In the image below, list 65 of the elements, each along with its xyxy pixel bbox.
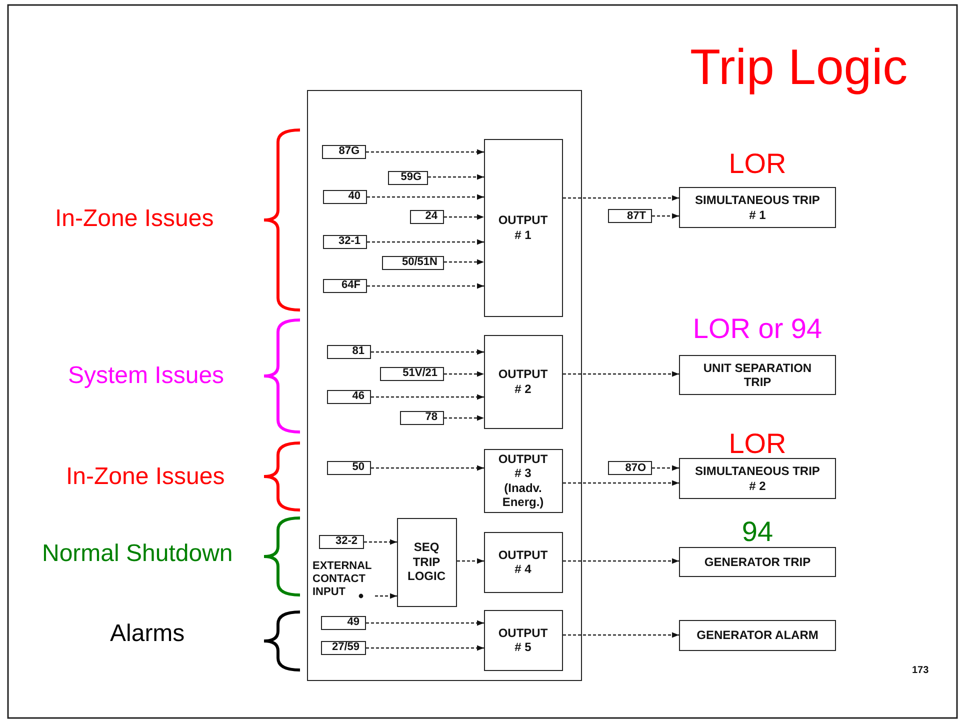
function-tag: 24: [410, 210, 444, 224]
arrow: [652, 213, 679, 219]
function-tag: 32-1: [322, 234, 366, 248]
function-tag: 87G: [322, 144, 366, 158]
arrow: [366, 645, 484, 651]
status-label: LOR: [728, 428, 788, 460]
function-tag: 64F: [322, 278, 366, 292]
function-tag: 87T: [608, 209, 652, 223]
arrow: [457, 558, 484, 564]
function-tag: 46: [326, 390, 370, 404]
function-tag: 59G: [388, 170, 428, 184]
panel-frame: [307, 90, 582, 681]
arrow: [367, 239, 484, 245]
side-label: In-Zone Issues: [66, 463, 225, 491]
arrow: [366, 149, 484, 155]
function-tag: 50/51N: [382, 256, 444, 270]
arrow: [367, 283, 484, 289]
arrow: [444, 214, 484, 220]
input-label: EXTERNAL CONTACT INPUT: [312, 556, 374, 604]
output-box: GENERATOR TRIP: [679, 547, 836, 577]
side-label: Normal Shutdown: [42, 540, 233, 568]
arrow: [652, 465, 679, 471]
output-box: OUTPUT # 2: [484, 334, 562, 428]
output-box: SIMULTANEOUS TRIP # 1: [679, 187, 836, 228]
output-box: GENERATOR ALARM: [679, 620, 836, 651]
function-tag: 81: [326, 344, 370, 358]
output-box: OUTPUT # 1: [484, 138, 562, 316]
function-tag: 32-2: [318, 534, 364, 548]
status-label: LOR: [728, 148, 788, 180]
status-label: 94: [740, 516, 774, 548]
function-tag: 27/59: [320, 640, 366, 654]
output-box: SEQ TRIP LOGIC: [396, 518, 456, 606]
output-box: OUTPUT # 4: [484, 532, 562, 592]
output-box: SIMULTANEOUS TRIP # 2: [679, 458, 836, 499]
arrow: [371, 394, 484, 400]
function-tag: 40: [322, 190, 366, 204]
page-number: 173: [912, 665, 929, 676]
side-label: Alarms: [110, 620, 185, 648]
arrow: [444, 371, 484, 377]
arrow: [371, 349, 484, 355]
side-label: In-Zone Issues: [55, 205, 214, 233]
arrow: [563, 558, 679, 564]
function-tag: 51V/21: [380, 366, 444, 380]
arrow: [366, 620, 484, 626]
arrow: [563, 632, 679, 638]
arrow: [428, 174, 484, 180]
output-box: OUTPUT # 3 (Inadv. Energ.): [484, 448, 562, 512]
function-tag: 87O: [608, 461, 652, 475]
arrow: [444, 415, 484, 421]
function-tag: 78: [400, 410, 444, 424]
function-tag: 50: [326, 460, 370, 474]
function-tag: 49: [320, 616, 366, 630]
arrow: [563, 480, 679, 486]
arrow: [375, 593, 397, 599]
side-label: System Issues: [68, 362, 224, 390]
arrow: [563, 195, 679, 201]
arrow: [563, 371, 679, 377]
arrow: [371, 465, 484, 471]
output-box: UNIT SEPARATION TRIP: [679, 355, 836, 395]
status-label: LOR or 94: [692, 313, 824, 345]
output-box: OUTPUT # 5: [484, 610, 562, 670]
arrow: [367, 194, 484, 200]
arrow: [364, 539, 397, 545]
slide-title: Trip Logic: [690, 38, 908, 96]
arrow: [444, 259, 484, 265]
